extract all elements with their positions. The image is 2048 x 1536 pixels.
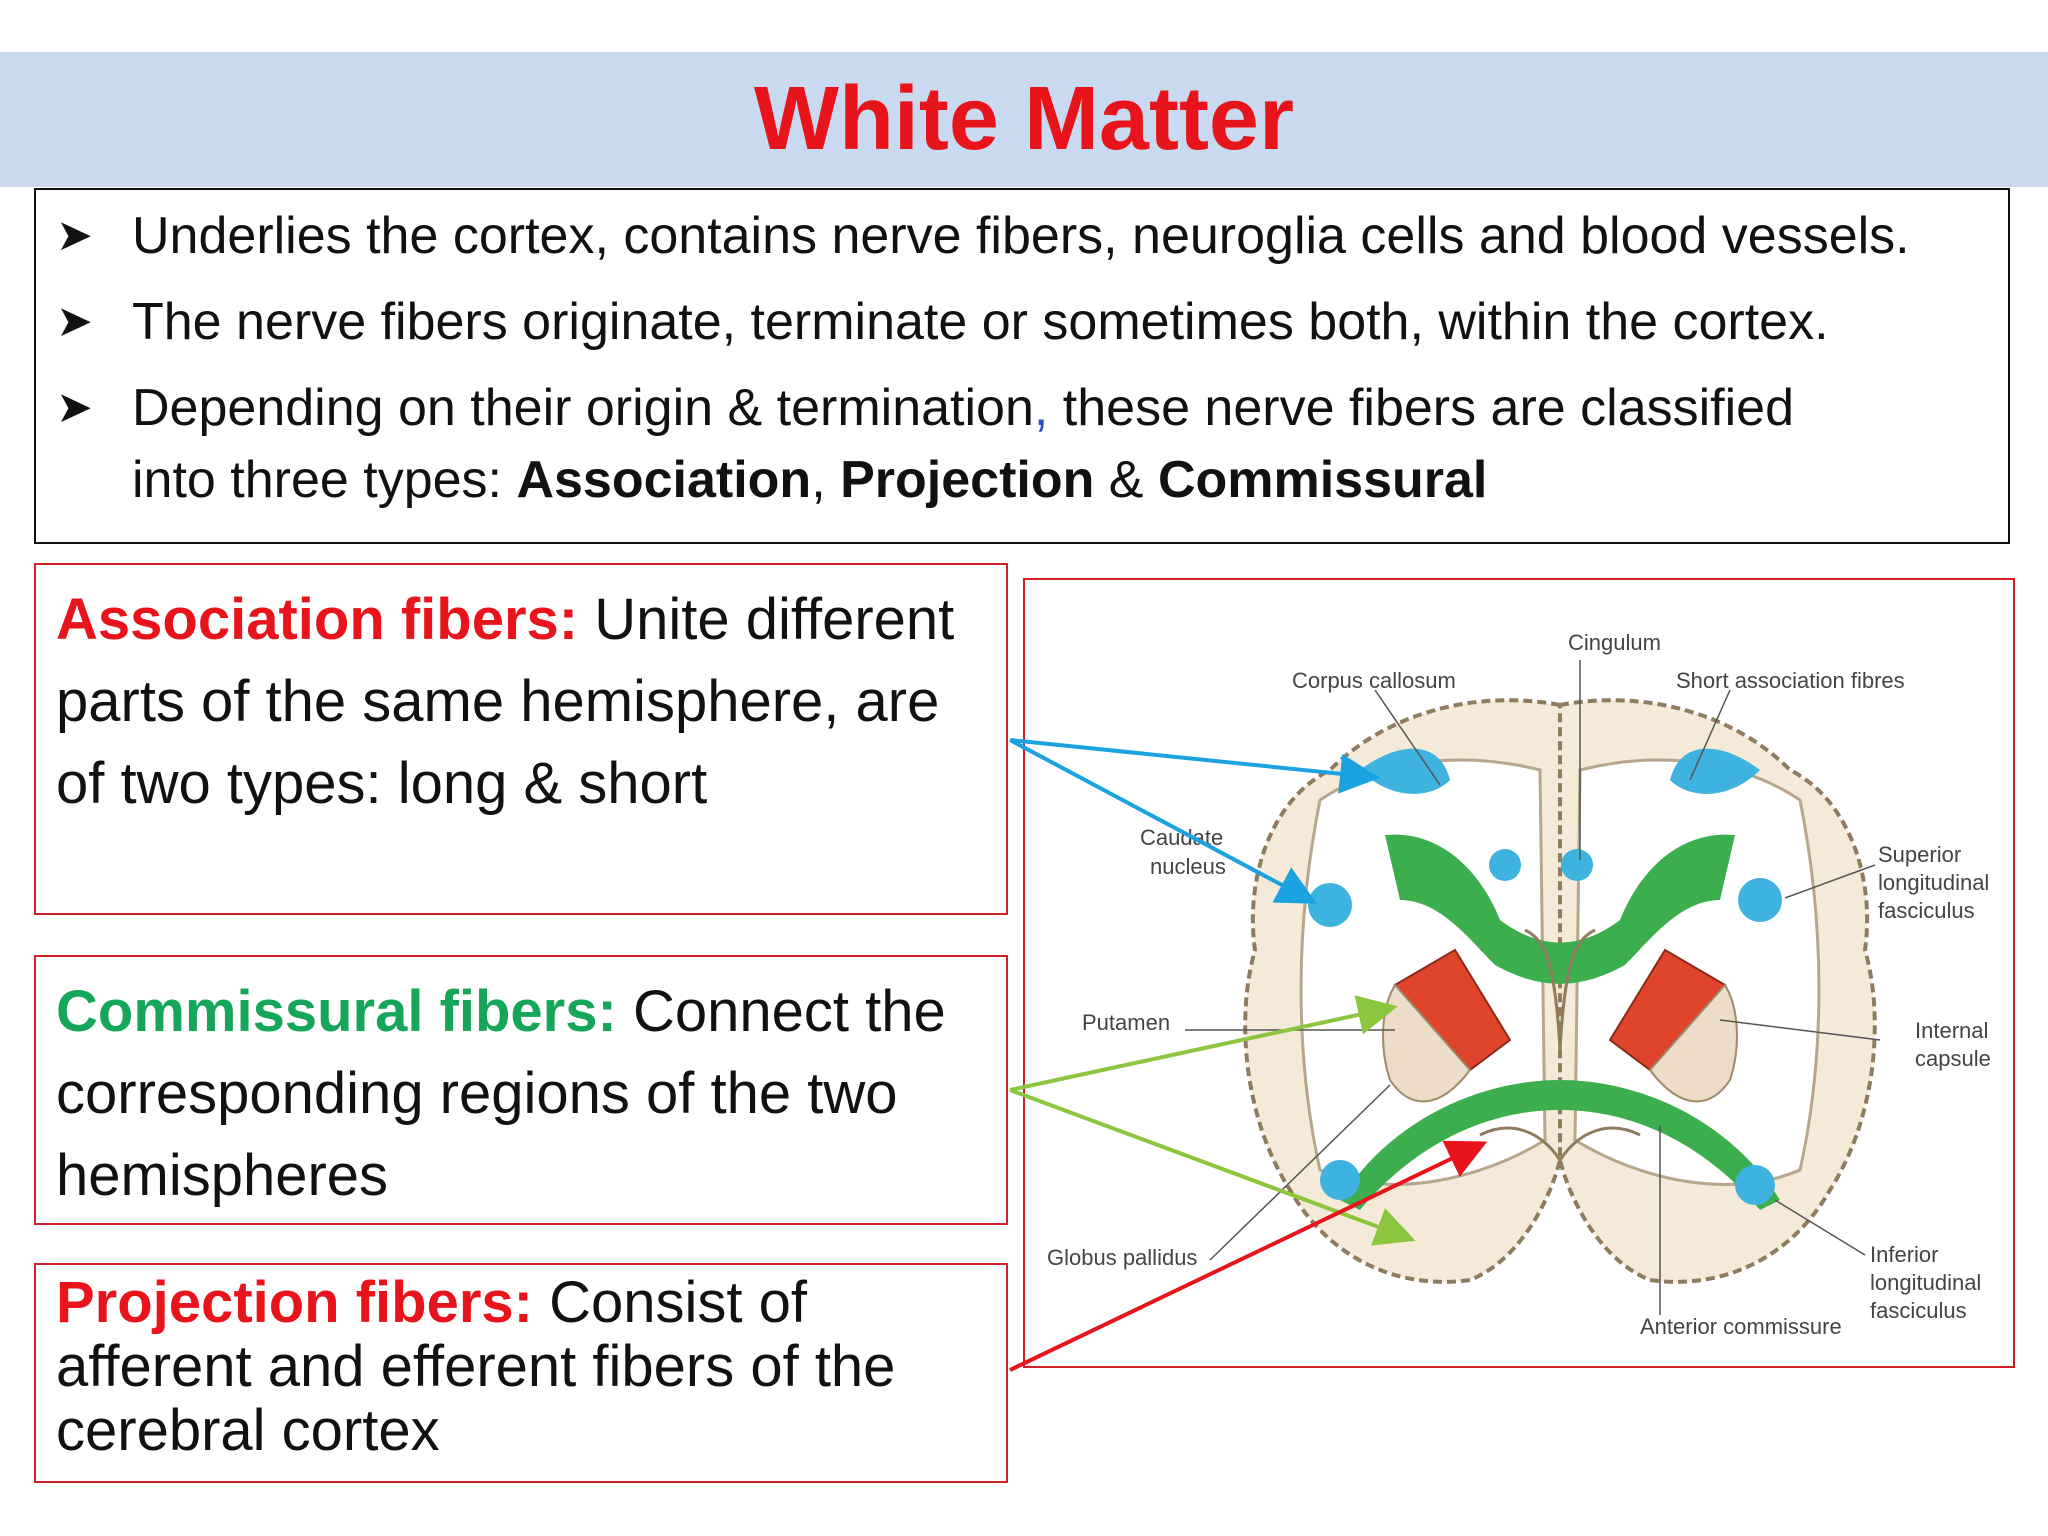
label-inferior: Inferior <box>1870 1242 1938 1267</box>
label-putamen: Putamen <box>1082 1010 1170 1035</box>
commissural-description: Connect the corresponding regions of the… <box>56 979 946 1208</box>
commissural-box: Commissural fibers: Connect the correspo… <box>34 955 1008 1225</box>
title-band <box>0 52 2048 187</box>
bullet-text: The nerve fibers originate, terminate or… <box>132 293 1829 351</box>
association-label: Association fibers: <box>56 587 579 652</box>
projection-label: Projection fibers: <box>56 1270 533 1335</box>
bullet-text: Depending on their origin & termination,… <box>132 372 1992 516</box>
page-title: White Matter <box>754 69 1294 169</box>
bullet-fragment: , <box>811 451 841 509</box>
projection-arrow <box>1009 1140 1488 1372</box>
figure-labels: Cingulum Corpus callosum Short associati… <box>1047 630 1991 1339</box>
label-inferior-longitudinal: longitudinal <box>1870 1270 1981 1295</box>
short-association-fibres <box>1360 748 1760 794</box>
projection-text: Projection fibers: Consist of afferent a… <box>56 1271 996 1463</box>
commissural-arrow <box>1009 995 1398 1092</box>
bullet-line: Depending on their origin & termination,… <box>132 372 1992 444</box>
type-association: Association <box>516 451 812 509</box>
bullet-fragment: & <box>1094 451 1158 509</box>
association-arrow <box>1009 738 1380 794</box>
label-superior: Superior <box>1878 842 1961 867</box>
bullet-line: into three types: Association, Projectio… <box>132 444 1992 516</box>
label-cingulum: Cingulum <box>1568 630 1661 655</box>
longitudinal-fasciculi <box>1308 849 1782 1205</box>
bullet-fragment: into three types: <box>132 451 517 509</box>
type-projection: Projection <box>840 451 1095 509</box>
bullet-text: Underlies the cortex, contains nerve fib… <box>132 207 1910 265</box>
label-caudate-nucleus: nucleus <box>1150 854 1226 879</box>
label-superior-longitudinal: longitudinal <box>1878 870 1989 895</box>
projection-description: Consist of afferent and efferent fibers … <box>56 1270 896 1463</box>
arrow-bullet-icon: ➤ <box>56 297 93 346</box>
label-internal: Internal <box>1915 1018 1988 1043</box>
commissural-text: Commissural fibers: Connect the correspo… <box>56 971 996 1217</box>
ventricles <box>1479 928 1641 1163</box>
label-superior-fasciculus: fasciculus <box>1878 898 1975 923</box>
basal-ganglia <box>1382 983 1738 1103</box>
label-anterior-commissure: Anterior commissure <box>1640 1314 1842 1339</box>
label-internal-capsule: capsule <box>1915 1046 1991 1071</box>
projection-box: Projection fibers: Consist of afferent a… <box>34 1263 1008 1483</box>
commissural-fibres <box>1340 834 1780 1210</box>
label-globus-pallidus: Globus pallidus <box>1047 1245 1197 1270</box>
arrow-bullet-icon: ➤ <box>56 383 93 432</box>
label-short-association: Short association fibres <box>1676 668 1905 693</box>
bullet-fragment: , <box>1033 379 1049 437</box>
label-inferior-fasciculus: fasciculus <box>1870 1298 1967 1323</box>
type-commissural: Commissural <box>1157 451 1488 509</box>
bullet-fragment: Depending on their origin & termination <box>132 379 1034 437</box>
bullet-fragment: these nerve fibers are classified <box>1048 379 1795 437</box>
label-corpus-callosum: Corpus callosum <box>1292 668 1456 693</box>
arrow-bullet-icon: ➤ <box>56 211 93 260</box>
association-box: Association fibers: Unite different part… <box>34 563 1008 915</box>
association-arrow <box>1009 738 1318 904</box>
intro-bullet-box <box>34 188 2010 544</box>
association-text: Association fibers: Unite different part… <box>56 579 996 825</box>
association-description: Unite different parts of the same hemisp… <box>56 587 955 816</box>
pointer-arrows <box>1009 738 1488 1372</box>
commissural-label: Commissural fibers: <box>56 979 617 1044</box>
